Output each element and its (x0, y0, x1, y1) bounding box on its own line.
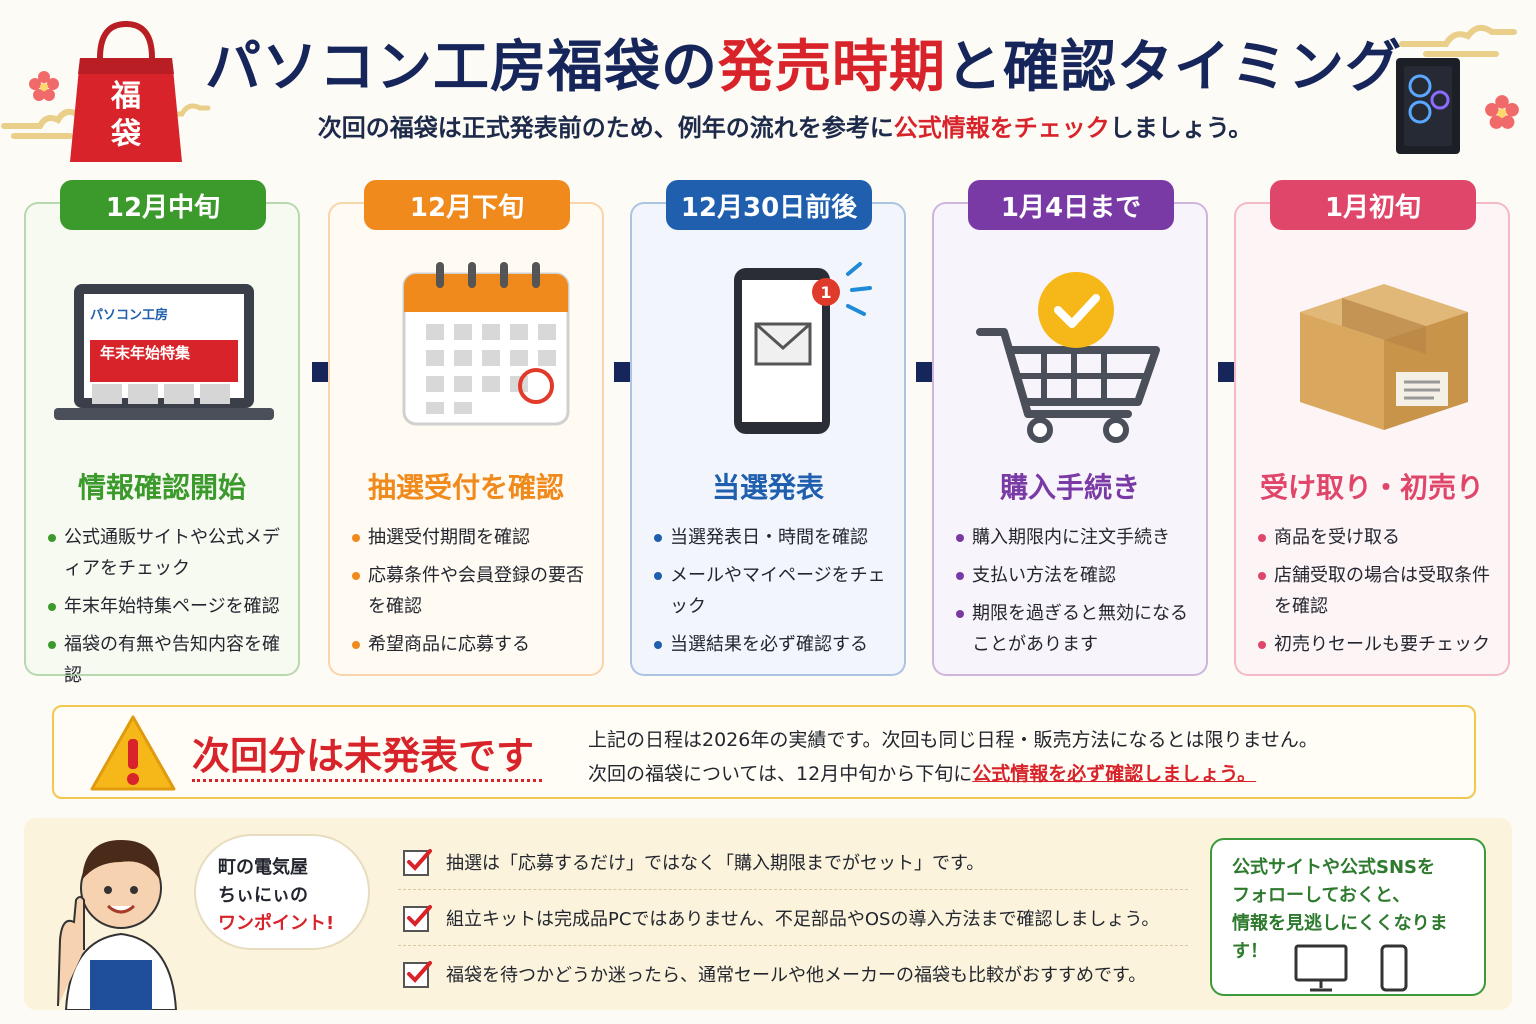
warning-icon (90, 715, 176, 791)
list-item: 公式通販サイトや公式メディアをチェック (46, 522, 296, 584)
cloud-decoration-icon (153, 103, 211, 117)
lucky-bag-icon: 福 袋 (70, 20, 182, 162)
step-title: 当選発表 (711, 471, 824, 504)
step-card-lottery: 12月下旬 抽選受付を確認 抽選受付期間を確認 応募条件や会員登録の要否を確認 … (328, 180, 604, 676)
list-item: メールやマイページをチェック (652, 560, 902, 622)
list-item: 支払い方法を確認 (954, 560, 1204, 591)
tip-item: 組立キットは完成品PCではありません、不足部品やOSの導入方法まで確認しましょう… (398, 890, 1188, 946)
bubble-line-3: ワンポイント! (218, 913, 335, 934)
notice-text: 上記の日程は2026年の実績です。次回も同じ日程・販売方法になるとは限りません。… (588, 723, 1468, 791)
cloud-decoration-icon (1399, 24, 1517, 57)
official-info-link[interactable]: 公式情報を必ず確認しましょう。 (972, 763, 1257, 785)
step-title: 受け取り・初売り (1259, 471, 1484, 504)
flower-icon (29, 71, 59, 101)
step-date-tag: 1月4日まで (968, 180, 1174, 230)
follow-line-3: 情報を見逃しにくくなります！ (1232, 913, 1448, 962)
speech-bubble: 町の電気屋 ちぃにぃの ワンポイント! (194, 834, 370, 950)
cardboard-box-icon (1300, 284, 1468, 430)
laptop-brand-label: パソコン工房 (90, 308, 169, 323)
list-item: 年末年始特集ページを確認 (46, 591, 296, 622)
cloud-decoration-icon (1, 108, 109, 139)
step-card-announcement: 12月30日前後 1 当選発表 当選発表日・時間を確認 メールやマイページをチェ… (630, 180, 906, 676)
step-title: 購入手続き (999, 471, 1140, 504)
one-point-advice: 町の電気屋 ちぃにぃの ワンポイント! 抽選は「応募するだけ」ではなく「購入期限… (24, 818, 1512, 1010)
list-item: 当選発表日・時間を確認 (652, 522, 902, 553)
notification-badge: 1 (820, 283, 831, 302)
tip-item: 抽選は「応募するだけ」ではなく「購入期限までがセット」です。 (398, 834, 1188, 890)
tip-item: 福袋を待つかどうか迷ったら、通常セールや他メーカーの福袋も比較がおすすめです。 (398, 946, 1188, 1002)
step-card-receive: 1月初旬 受け取り・初売り 商品を受け取る 店舗受取の場合は受取条件を確認 初売… (1234, 180, 1510, 676)
shopkeeper-avatar-icon (57, 840, 178, 1010)
checkbox-checked-icon (403, 905, 432, 932)
devices-icon (1294, 944, 1408, 992)
header: 福 袋 パソコン工房福袋の発売時期と確認タイミング 次回の福袋は正式発表前のため… (0, 0, 1536, 170)
laptop-banner-label: 年末年始特集 (100, 344, 191, 362)
checkbox-checked-icon (403, 849, 432, 876)
list-item: 応募条件や会員登録の要否を確認 (350, 560, 600, 622)
list-item: 商品を受け取る (1256, 522, 1506, 553)
step-title: 抽選受付を確認 (367, 471, 564, 504)
shopping-cart-icon (976, 272, 1160, 443)
step-card-info-check: 12月中旬 パソコン工房 年末年始特集 情報確認開始 公式通販サイトや公式メディ… (24, 180, 300, 686)
list-item: 期限を過ぎると無効になることがあります (954, 598, 1204, 660)
bubble-line-1: 町の電気屋 (218, 857, 308, 878)
step-items: 当選発表日・時間を確認 メールやマイページをチェック 当選結果を必ず確認する (652, 522, 902, 667)
page-title: パソコン工房福袋の発売時期と確認タイミング (205, 35, 1402, 100)
pc-tower-icon (1396, 58, 1460, 154)
list-item: 店舗受取の場合は受取条件を確認 (1256, 560, 1506, 622)
flower-icon (1485, 95, 1519, 129)
checkbox-checked-icon (403, 961, 432, 988)
step-date-tag: 12月下旬 (364, 180, 570, 230)
calendar-icon (402, 262, 570, 426)
notice-title: 次回分は未発表です (192, 734, 535, 778)
list-item: 抽選受付期間を確認 (350, 522, 600, 553)
step-items: 公式通販サイトや公式メディアをチェック 年末年始特集ページを確認 福袋の有無や告… (46, 522, 296, 698)
svg-text:袋: 袋 (110, 117, 141, 152)
step-items: 抽選受付期間を確認 応募条件や会員登録の要否を確認 希望商品に応募する (350, 522, 600, 667)
notice-line-2: 次回の福袋については、12月中旬から下旬に公式情報を必ず確認しましょう。 (588, 763, 1257, 785)
notice-box: 次回分は未発表です 上記の日程は2026年の実績です。次回も同じ日程・販売方法に… (52, 705, 1476, 799)
step-items: 購入期限内に注文手続き 支払い方法を確認 期限を過ぎると無効になることがあります (954, 522, 1204, 667)
svg-text:福: 福 (110, 79, 141, 114)
tips-list: 抽選は「応募するだけ」ではなく「購入期限までがセット」です。 組立キットは完成品… (398, 834, 1188, 1002)
laptop-icon (54, 284, 274, 420)
page-subtitle: 次回の福袋は正式発表前のため、例年の流れを参考に公式情報をチェックしましょう。 (317, 114, 1253, 142)
step-date-tag: 12月30日前後 (666, 180, 872, 230)
follow-line-1: 公式サイトや公式SNSを (1232, 857, 1435, 878)
step-card-purchase: 1月4日まで 購入手続き 購入期限内に注文手続き 支払い方法を確認 期限を過ぎる… (932, 180, 1208, 676)
list-item: 希望商品に応募する (350, 629, 600, 660)
follow-sns-box: 公式サイトや公式SNSを フォローしておくと、 情報を見逃しにくくなります！ (1210, 838, 1486, 996)
step-items: 商品を受け取る 店舗受取の場合は受取条件を確認 初売りセールも要チェック (1256, 522, 1506, 667)
step-title: 情報確認開始 (77, 471, 246, 504)
follow-line-2: フォローしておくと、 (1232, 885, 1411, 906)
smartphone-mail-icon: 1 (734, 262, 872, 434)
bubble-line-2: ちぃにぃの (218, 885, 308, 906)
list-item: 当選結果を必ず確認する (652, 629, 902, 660)
notice-underline (192, 779, 542, 782)
notice-line-1: 上記の日程は2026年の実績です。次回も同じ日程・販売方法になるとは限りません。 (588, 729, 1318, 751)
step-date-tag: 12月中旬 (60, 180, 266, 230)
timeline-steps: 12月中旬 パソコン工房 年末年始特集 情報確認開始 公式通販サイトや公式メディ… (24, 178, 1514, 686)
step-date-tag: 1月初旬 (1270, 180, 1476, 230)
list-item: 初売りセールも要チェック (1256, 629, 1506, 660)
list-item: 福袋の有無や告知内容を確認 (46, 629, 296, 691)
list-item: 購入期限内に注文手続き (954, 522, 1204, 553)
